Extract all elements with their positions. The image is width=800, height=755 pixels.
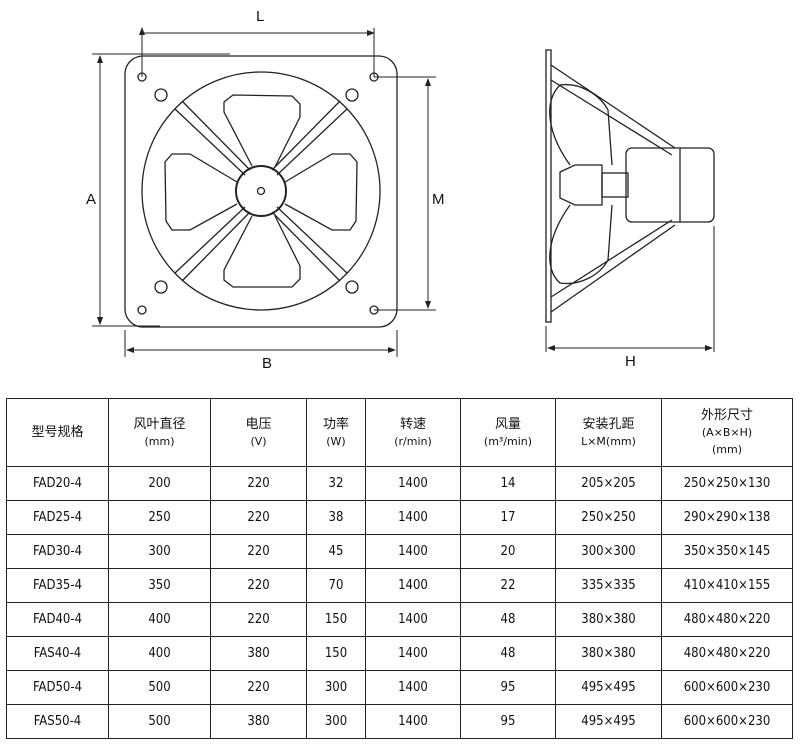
cell-airflow: 20 bbox=[460, 534, 556, 569]
cell-model: FAD20-4 bbox=[6, 466, 109, 501]
cell-model: FAD50-4 bbox=[6, 670, 109, 705]
cell-voltage: 220 bbox=[210, 466, 307, 501]
cell-voltage: 380 bbox=[210, 704, 307, 739]
cell-blade-diameter: 200 bbox=[108, 466, 211, 501]
cell-hole-spacing: 205×205 bbox=[555, 466, 662, 501]
cell-model: FAD35-4 bbox=[6, 568, 109, 603]
cell-speed: 1400 bbox=[365, 500, 461, 535]
cell-blade-diameter: 350 bbox=[108, 568, 211, 603]
cell-power: 300 bbox=[306, 670, 366, 705]
cell-voltage: 220 bbox=[210, 500, 307, 535]
cell-blade-diameter: 500 bbox=[108, 670, 211, 705]
cell-model: FAD30-4 bbox=[6, 534, 109, 569]
cell-dimensions: 480×480×220 bbox=[661, 602, 793, 637]
dim-label-l: L bbox=[256, 8, 265, 25]
header-blade-diameter: 风叶直径(mm) bbox=[108, 398, 211, 467]
cell-airflow: 22 bbox=[460, 568, 556, 603]
front-view bbox=[92, 28, 436, 357]
cell-hole-spacing: 335×335 bbox=[555, 568, 662, 603]
cell-hole-spacing: 300×300 bbox=[555, 534, 662, 569]
header-model: 型号规格 bbox=[6, 398, 109, 467]
cell-hole-spacing: 380×380 bbox=[555, 602, 662, 637]
cell-speed: 1400 bbox=[365, 636, 461, 671]
cell-model: FAS40-4 bbox=[6, 636, 109, 671]
cell-power: 32 bbox=[306, 466, 366, 501]
cell-hole-spacing: 250×250 bbox=[555, 500, 662, 535]
cell-model: FAD25-4 bbox=[6, 500, 109, 535]
cell-dimensions: 290×290×138 bbox=[661, 500, 793, 535]
cell-blade-diameter: 400 bbox=[108, 602, 211, 637]
cell-power: 38 bbox=[306, 500, 366, 535]
cell-power: 45 bbox=[306, 534, 366, 569]
dim-label-h: H bbox=[625, 353, 636, 370]
cell-model: FAS50-4 bbox=[6, 704, 109, 739]
dim-label-b: B bbox=[262, 355, 273, 372]
cell-power: 150 bbox=[306, 636, 366, 671]
cell-airflow: 95 bbox=[460, 704, 556, 739]
cell-voltage: 220 bbox=[210, 568, 307, 603]
header-power: 功率(W) bbox=[306, 398, 366, 467]
cell-airflow: 95 bbox=[460, 670, 556, 705]
cell-voltage: 220 bbox=[210, 670, 307, 705]
cell-dimensions: 600×600×230 bbox=[661, 670, 793, 705]
cell-blade-diameter: 250 bbox=[108, 500, 211, 535]
cell-airflow: 48 bbox=[460, 602, 556, 637]
dim-label-a: A bbox=[86, 191, 97, 208]
cell-dimensions: 350×350×145 bbox=[661, 534, 793, 569]
cell-dimensions: 480×480×220 bbox=[661, 636, 793, 671]
cell-blade-diameter: 400 bbox=[108, 636, 211, 671]
cell-voltage: 380 bbox=[210, 636, 307, 671]
cell-model: FAD40-4 bbox=[6, 602, 109, 637]
cell-airflow: 48 bbox=[460, 636, 556, 671]
blades bbox=[164, 94, 358, 288]
cell-dimensions: 410×410×155 bbox=[661, 568, 793, 603]
spec-table: 型号规格 风叶直径(mm) 电压(V) 功率(W) 转速(r/min) 风量(m… bbox=[6, 398, 793, 739]
cell-voltage: 220 bbox=[210, 602, 307, 637]
header-speed: 转速(r/min) bbox=[365, 398, 461, 467]
cell-hole-spacing: 495×495 bbox=[555, 670, 662, 705]
header-voltage: 电压(V) bbox=[210, 398, 307, 467]
cell-power: 300 bbox=[306, 704, 366, 739]
struts bbox=[174, 100, 348, 282]
cell-dimensions: 250×250×130 bbox=[661, 466, 793, 501]
cell-power: 70 bbox=[306, 568, 366, 603]
cell-blade-diameter: 500 bbox=[108, 704, 211, 739]
cell-power: 150 bbox=[306, 602, 366, 637]
cell-speed: 1400 bbox=[365, 466, 461, 501]
cell-blade-diameter: 300 bbox=[108, 534, 211, 569]
side-view bbox=[545, 49, 715, 352]
cell-speed: 1400 bbox=[365, 704, 461, 739]
cell-hole-spacing: 495×495 bbox=[555, 704, 662, 739]
header-airflow: 风量(m³/min) bbox=[460, 398, 556, 467]
cell-speed: 1400 bbox=[365, 670, 461, 705]
cell-airflow: 14 bbox=[460, 466, 556, 501]
header-dimensions: 外形尺寸(A×B×H)(mm) bbox=[661, 398, 793, 467]
cell-airflow: 17 bbox=[460, 500, 556, 535]
cell-speed: 1400 bbox=[365, 534, 461, 569]
cell-voltage: 220 bbox=[210, 534, 307, 569]
fan-drawing bbox=[0, 0, 715, 357]
table-header: 型号规格 风叶直径(mm) 电压(V) 功率(W) 转速(r/min) 风量(m… bbox=[6, 398, 793, 467]
cell-hole-spacing: 380×380 bbox=[555, 636, 662, 671]
cell-speed: 1400 bbox=[365, 602, 461, 637]
dim-label-m: M bbox=[432, 191, 445, 208]
cell-dimensions: 600×600×230 bbox=[661, 704, 793, 739]
cell-speed: 1400 bbox=[365, 568, 461, 603]
